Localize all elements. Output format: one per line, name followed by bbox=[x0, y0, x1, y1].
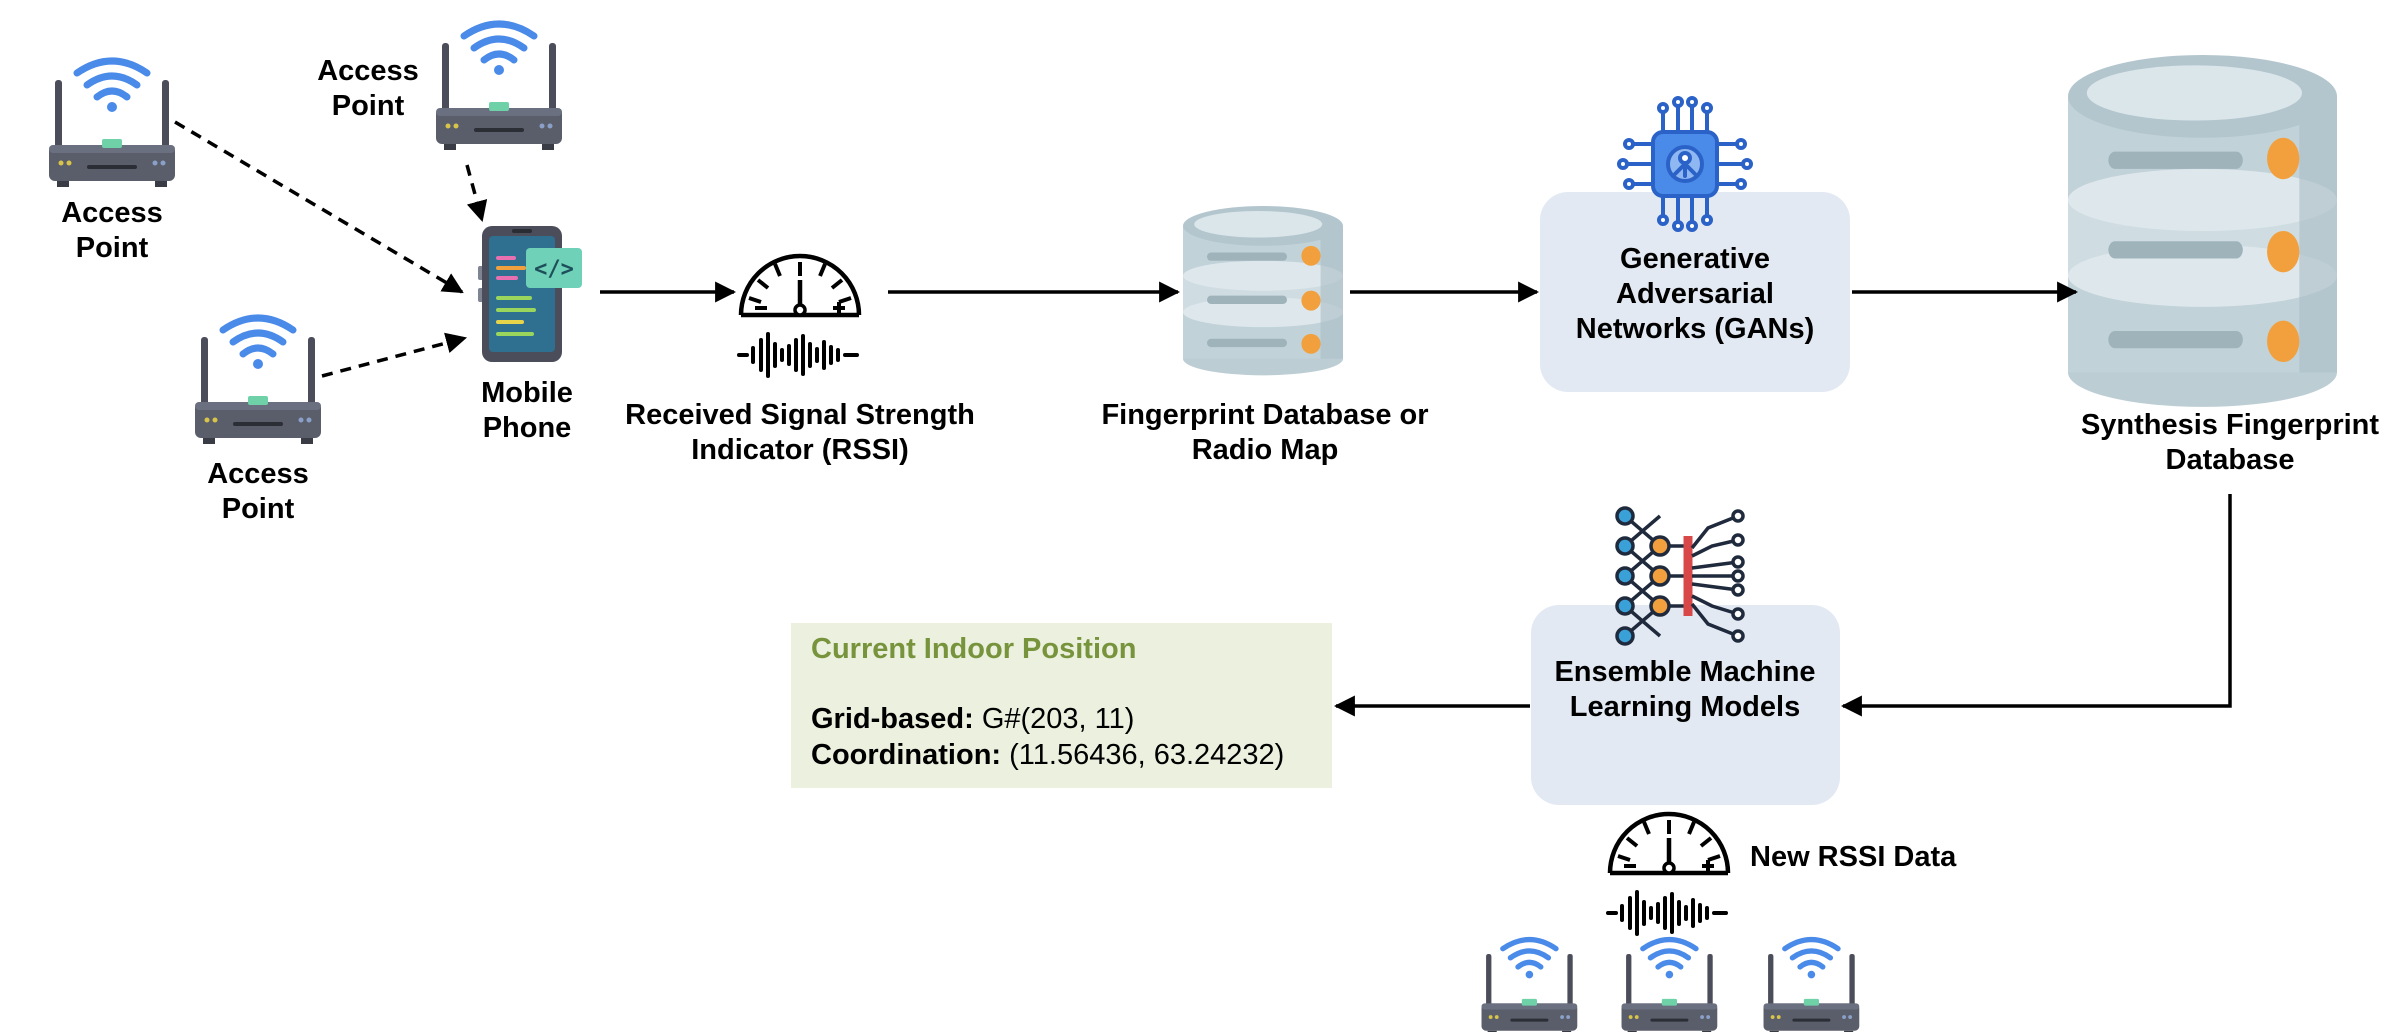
arrow-ap2-to-phone bbox=[465, 164, 488, 223]
access-point-label-1: Access Point bbox=[61, 197, 163, 264]
grid-row: Grid-based: G#(203, 11) bbox=[811, 703, 1134, 736]
access-point-label-3: Access Point bbox=[207, 458, 309, 525]
fingerprint-db-label: Fingerprint Database or Radio Map bbox=[1101, 399, 1429, 466]
wifi-router-icon-6 bbox=[1764, 940, 1860, 1032]
arrow-synthesis-to-ensemble bbox=[1840, 494, 2232, 717]
wifi-router-icon-2 bbox=[436, 24, 562, 150]
ensemble-label: Ensemble Machine Learning Models bbox=[1554, 656, 1816, 723]
svg-text:</>: </> bbox=[534, 257, 574, 282]
mobile-phone-label: Mobile Phone bbox=[481, 377, 573, 444]
result-title: Current Indoor Position bbox=[811, 633, 1137, 665]
arrow-ap1-to-phone bbox=[174, 120, 464, 294]
grid-label: Grid-based: bbox=[811, 703, 974, 735]
neural-network-icon bbox=[1615, 506, 1745, 646]
wifi-router-icon-3 bbox=[195, 318, 321, 444]
mobile-phone-icon: </> bbox=[478, 226, 582, 362]
grid-value: G#(203, 11) bbox=[981, 703, 1135, 735]
wifi-router-icon-5 bbox=[1622, 940, 1718, 1032]
synthesis-db-label: Synthesis Fingerprint Database bbox=[2080, 409, 2380, 476]
ai-chip-icon bbox=[1617, 96, 1753, 232]
database-icon-synthesis bbox=[2068, 55, 2337, 407]
wifi-router-icon-4 bbox=[1482, 940, 1578, 1032]
access-point-label-2: Access Point bbox=[317, 55, 419, 122]
signal-gauge-icon-1 bbox=[739, 256, 859, 376]
coord-label: Coordination: bbox=[811, 739, 1002, 771]
result-panel: Current Indoor Position Grid-based: G#(2… bbox=[791, 623, 1332, 788]
coord-row: Coordination: (11.56436, 63.24232) bbox=[811, 739, 1284, 772]
gan-label: Generative Adversarial Networks (GANs) bbox=[1575, 243, 1815, 345]
coord-value: (11.56436, 63.24232) bbox=[1009, 739, 1285, 771]
rssi-label: Received Signal Strength Indicator (RSSI… bbox=[625, 399, 975, 466]
gan-box bbox=[1540, 192, 1850, 392]
wifi-router-icon-1 bbox=[49, 61, 175, 187]
signal-gauge-icon-2 bbox=[1608, 814, 1728, 934]
new-rssi-label: New RSSI Data bbox=[1750, 841, 1957, 873]
arrow-ap3-to-phone bbox=[321, 332, 468, 378]
ensemble-box bbox=[1531, 605, 1840, 805]
database-icon-fingerprint bbox=[1183, 206, 1343, 376]
